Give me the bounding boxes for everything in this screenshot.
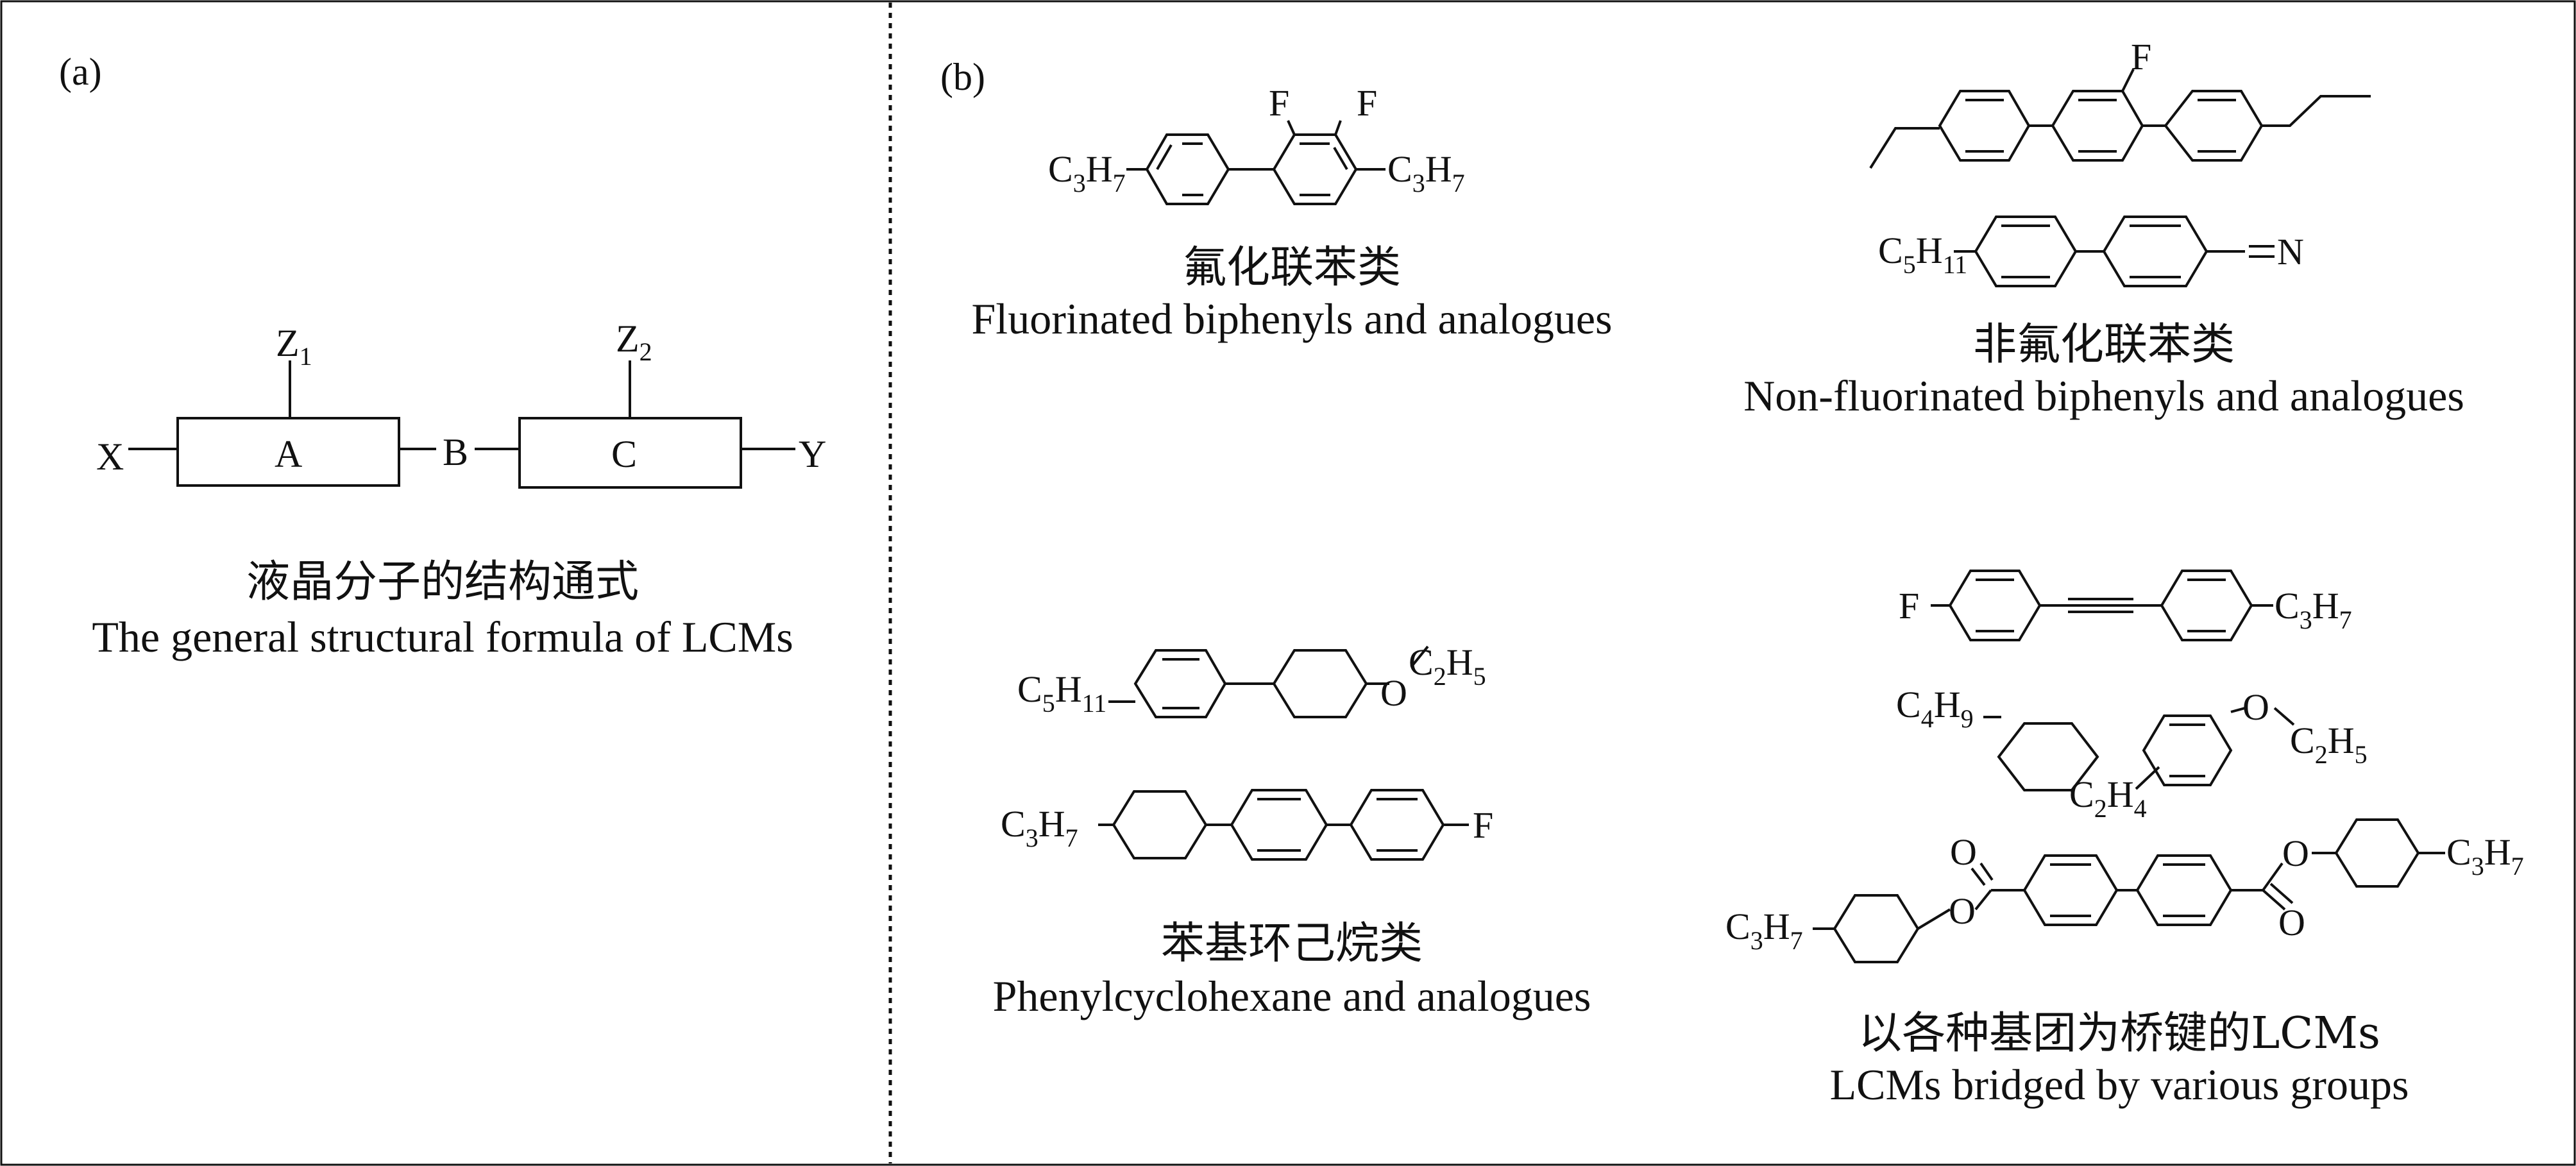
ring-a-label: A (275, 433, 302, 475)
group-propyl: C3H7 (2275, 585, 2352, 634)
panel-a-caption-cn: 液晶分子的结构通式 (246, 557, 639, 607)
ester-bond (1974, 889, 1992, 911)
cyclohexane-ring (1112, 790, 1208, 859)
ether-bond (2273, 707, 2295, 726)
cyclohexane-ring (2334, 818, 2420, 888)
group-propyl: C3H7 (2446, 831, 2524, 881)
atom-f: F (1899, 585, 1919, 627)
benzene-ring (2164, 90, 2264, 162)
panel-a-caption-en: The general structural formula of LCMs (92, 613, 793, 661)
benzene-ring (2142, 714, 2233, 786)
carbonyl-bond (1970, 867, 1986, 886)
f-bond (1334, 120, 1342, 135)
molecule-fluoro-terphenyl (1869, 69, 2371, 169)
benzene-ring (2135, 854, 2233, 926)
fluorinated-caption-cn: 氟化联苯类 (1183, 242, 1401, 293)
atom-f: F (1357, 82, 1377, 124)
group-pentyl: C5H11 (1017, 668, 1106, 718)
substituent-y: Y (799, 433, 826, 475)
carbonyl-bond (2262, 889, 2286, 911)
group-ethylene: C2H4 (2069, 773, 2147, 823)
atom-n: N (2277, 231, 2304, 273)
molecule-cyanobiphenyl (1954, 215, 2275, 287)
atom-o: O (1380, 672, 1407, 714)
molecule-tolane (1931, 570, 2273, 641)
group-ethyl: C2H5 (1409, 641, 1486, 691)
ether-bond (1410, 645, 1429, 668)
molecule-cyclohexylethyl-phenyl-ether (1983, 707, 2295, 804)
double-bond (1156, 144, 1173, 171)
benzene-ring (2022, 854, 2119, 926)
non-fluorinated-caption-cn: 非氟化联苯类 (1973, 319, 2235, 370)
carbonyl-bond (1979, 862, 1994, 881)
substituent-z1: Z1 (276, 322, 312, 371)
cyclohexane-ring (1833, 894, 1920, 963)
atom-f: F (1269, 82, 1289, 124)
double-bond (1333, 146, 1348, 171)
panel-a-label: (a) (59, 51, 102, 93)
cyclohexane-ring (1272, 649, 1368, 718)
propyl-chain (2262, 95, 2371, 127)
ethyl-chain (1869, 127, 1940, 169)
group-ethyl: C2H5 (2290, 720, 2368, 769)
f-bond (1287, 120, 1296, 135)
panel-a: (a) X A B C Y Z1 Z2 液晶分子的结构通式 The genera… (59, 51, 826, 661)
benzene-ring (1938, 90, 2031, 162)
atom-f: F (1473, 804, 1493, 846)
group-propyl: C3H7 (1725, 906, 1803, 955)
benzene-ring (1948, 570, 2042, 641)
panel-b-label: (b) (940, 56, 985, 98)
benzene-ring (2102, 215, 2208, 287)
substituent-z2: Z2 (616, 317, 652, 366)
panel-b: (b) F F C3H7 C3H7 氟化联苯类 Fluorinated biph… (940, 36, 2524, 1109)
atom-o: O (2278, 902, 2305, 943)
molecule-cyclohexyl-biphenyl (1098, 789, 1469, 861)
phenylcyclohexane-caption-cn: 苯基环己烷类 (1161, 918, 1423, 969)
benzene-ring (1230, 789, 1328, 861)
carbonyl-bond (2269, 883, 2294, 904)
benzene-ring (1349, 789, 1445, 861)
general-formula-diagram (128, 360, 795, 489)
box-a (176, 417, 400, 487)
benzene-ring (1133, 649, 1227, 718)
non-fluorinated-caption-en: Non-fluorinated biphenyls and analogues (1743, 371, 2464, 420)
molecule-biphenyl-diester (1813, 818, 2445, 963)
bridge-bond (2071, 790, 2076, 804)
bridge-b-label: B (443, 431, 468, 473)
atom-o: O (1950, 831, 1977, 873)
ring-c-label: C (611, 433, 637, 475)
bridged-caption-cn: 以各种基团为桥键的LCMs (1858, 1008, 2380, 1059)
group-propyl: C3H7 (1001, 803, 1078, 852)
substituent-x: X (96, 435, 124, 478)
atom-o: O (1949, 890, 1976, 932)
benzene-ring (2160, 570, 2253, 641)
group-butyl: C4H9 (1896, 684, 1974, 733)
ether-bond (2230, 707, 2246, 713)
f-bond (2121, 69, 2135, 92)
atom-f: F (2131, 36, 2151, 78)
group-propyl: C3H7 (1048, 148, 1126, 198)
group-pentyl: C5H11 (1878, 230, 1967, 279)
bridged-caption-en: LCMs bridged by various groups (1830, 1060, 2409, 1109)
atom-o: O (2282, 832, 2309, 874)
ester-bond (2262, 862, 2284, 891)
phenylcyclohexane-caption-en: Phenylcyclohexane and analogues (993, 972, 1591, 1020)
fluorinated-caption-en: Fluorinated biphenyls and analogues (971, 294, 1612, 343)
benzene-ring (1974, 215, 2078, 287)
ester-bond (1917, 908, 1951, 930)
group-propyl: C3H7 (1387, 148, 1465, 198)
molecule-phenylcyclohexane-ether (1108, 645, 1429, 718)
molecule-fluorinated-biphenyl (1126, 120, 1385, 205)
atom-o: O (2242, 686, 2269, 728)
